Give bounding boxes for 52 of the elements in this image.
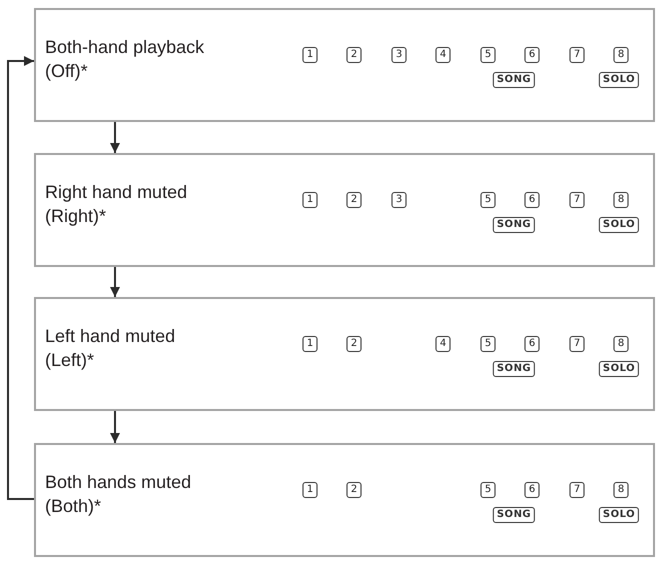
key-symbol: 6 <box>524 336 540 352</box>
key-symbol: 2 <box>346 192 362 208</box>
key-symbol: 7 <box>570 482 584 498</box>
key-symbol: 1 <box>302 192 318 208</box>
mode-setting: (Right)* <box>45 205 108 228</box>
key-symbol: 6 <box>524 47 540 63</box>
key-symbol: SOLO <box>598 361 640 377</box>
mode-title: Right hand muted <box>45 181 188 204</box>
mode-setting: (Off)* <box>45 60 89 83</box>
key-symbol: 3 <box>392 47 406 63</box>
mode-box <box>34 153 655 267</box>
key-symbol: SOLO <box>598 217 640 233</box>
key-symbol: 4 <box>436 336 450 352</box>
key-symbol: 5 <box>480 47 496 63</box>
key-symbol: 8 <box>614 192 628 208</box>
key-symbol: 7 <box>570 336 584 352</box>
arrow <box>7 56 34 500</box>
key-symbol: 1 <box>302 336 318 352</box>
mode-box <box>34 8 655 122</box>
mode-box <box>34 297 655 411</box>
arrow <box>110 122 120 153</box>
arrow <box>110 411 120 443</box>
mode-setting: (Left)* <box>45 349 96 372</box>
key-symbol: 2 <box>346 336 362 352</box>
key-symbol: 4 <box>436 47 450 63</box>
key-symbol: 6 <box>524 482 540 498</box>
key-symbol: SOLO <box>598 507 640 523</box>
key-symbol: 2 <box>346 47 362 63</box>
key-symbol: 2 <box>346 482 362 498</box>
key-symbol: SONG <box>492 507 536 523</box>
key-symbol: 1 <box>302 482 318 498</box>
mode-title: Left hand muted <box>45 325 176 348</box>
key-symbol: 6 <box>524 192 540 208</box>
key-symbol: SOLO <box>598 72 640 88</box>
key-symbol: SONG <box>492 72 536 88</box>
mode-box <box>34 443 655 557</box>
key-symbol: SONG <box>492 361 536 377</box>
mode-title: Both hands muted <box>45 471 192 494</box>
key-symbol: 3 <box>392 192 406 208</box>
key-symbol: 8 <box>614 336 628 352</box>
key-symbol: 1 <box>302 47 318 63</box>
arrow <box>110 267 120 297</box>
key-symbol: 5 <box>480 336 496 352</box>
key-symbol: 5 <box>480 192 496 208</box>
key-symbol: 8 <box>614 47 628 63</box>
mode-title: Both-hand playback <box>45 36 204 59</box>
key-symbol: SONG <box>492 217 536 233</box>
key-symbol: 8 <box>614 482 628 498</box>
key-symbol: 7 <box>570 192 584 208</box>
mode-setting: (Both)* <box>45 495 102 518</box>
key-symbol: 5 <box>480 482 496 498</box>
key-symbol: 7 <box>570 47 584 63</box>
